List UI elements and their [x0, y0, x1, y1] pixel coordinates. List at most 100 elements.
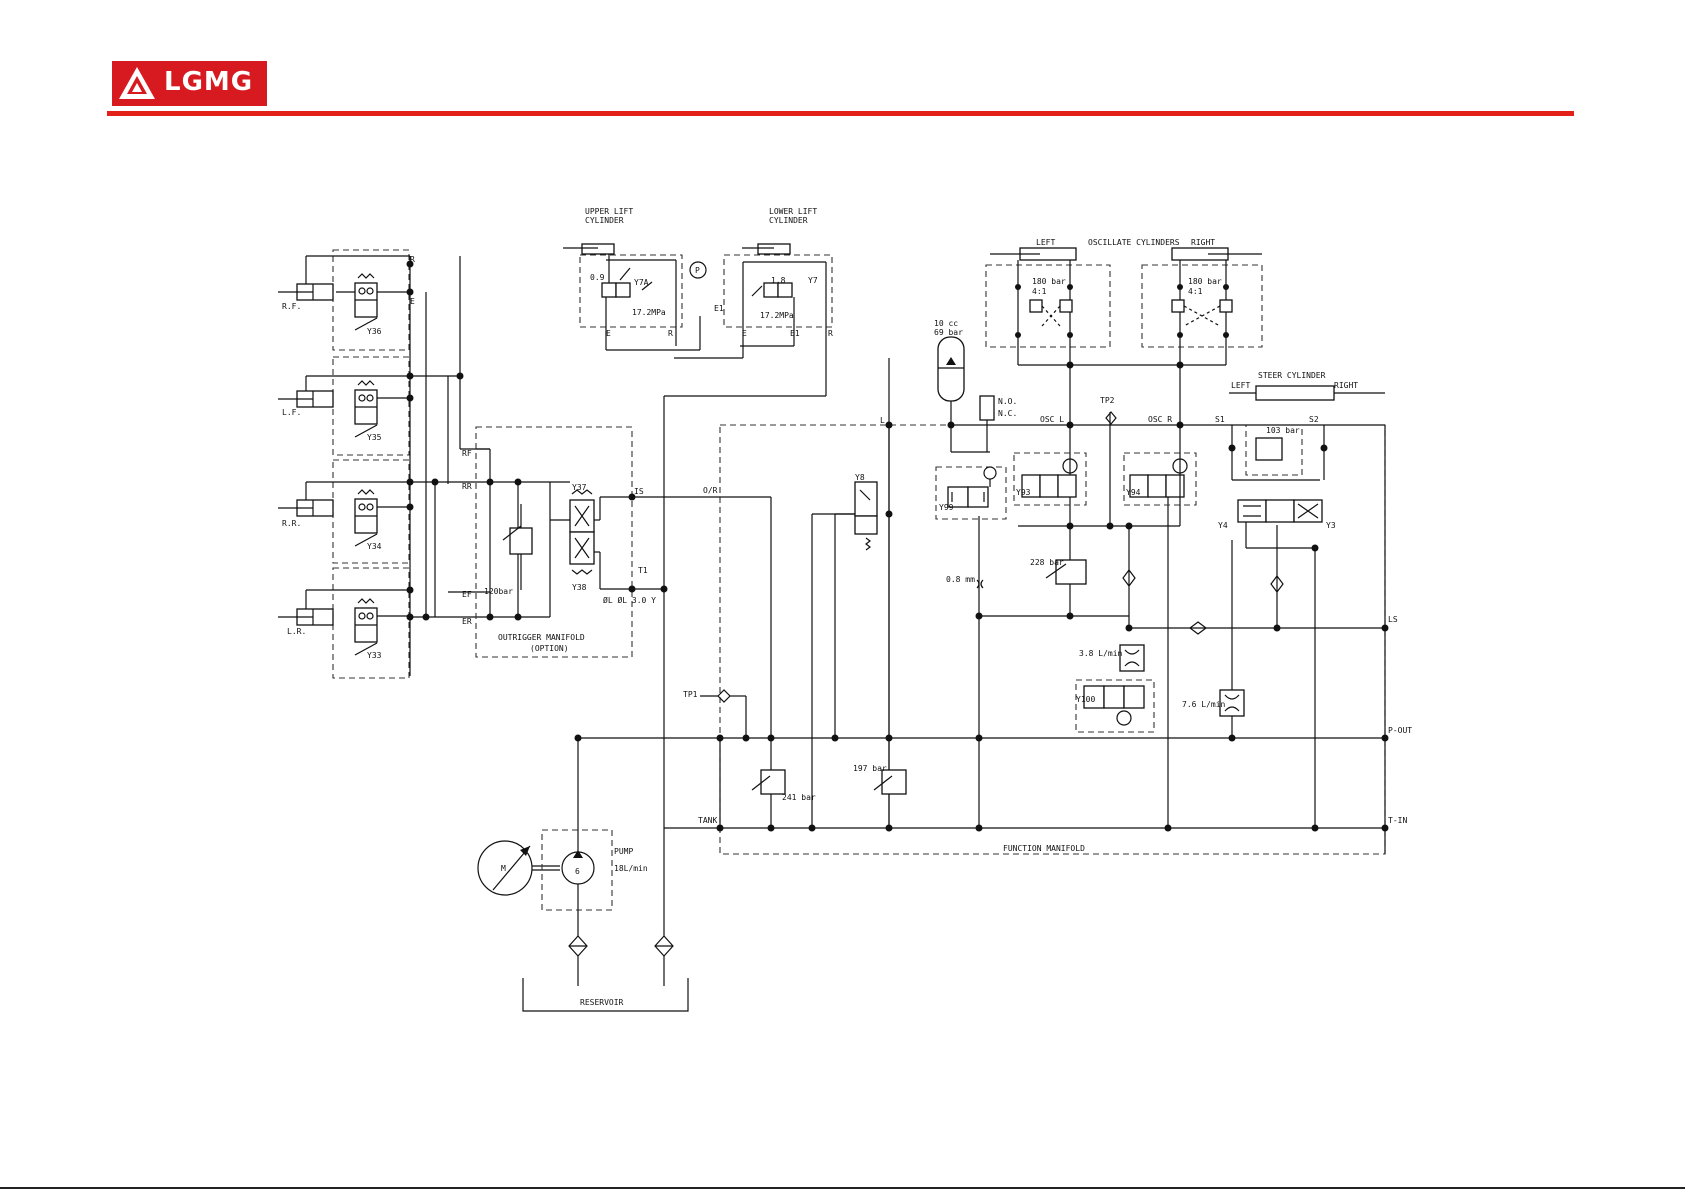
port-s2: S2 [1309, 415, 1319, 424]
relief-197bar-label: 197 bar [853, 764, 887, 773]
y37-label: Y37 [572, 483, 587, 492]
lower-lift-subtitle: CYLINDER [769, 216, 808, 225]
accumulator-pressure: 69 bar [934, 328, 963, 337]
osc-right-ratio: 4:1 [1188, 287, 1203, 296]
header-divider [107, 111, 1574, 116]
upper-lift-port-r: R [668, 329, 673, 338]
cylinder-lf [278, 375, 410, 408]
pump-number: 6 [575, 867, 580, 876]
port-r-label: R [410, 255, 415, 264]
pressure-gauge-label: P [695, 266, 700, 275]
y34-label: Y34 [367, 542, 382, 551]
function-manifold [578, 336, 1389, 855]
port-e-label: E [410, 297, 415, 306]
cylinder-rr-label: R.R. [282, 519, 301, 528]
y35-label: Y35 [367, 433, 382, 442]
port-pout-label: P-OUT [1388, 726, 1412, 735]
lower-lift-17-2-label: 17.2MPa [760, 311, 794, 320]
y7-label: Y7 [808, 276, 818, 285]
lower-lift-port-e1-b: E1 [790, 329, 800, 338]
steer-left-label: LEFT [1231, 381, 1250, 390]
y99-label: Y99 [939, 503, 954, 512]
valve-y33 [354, 598, 410, 656]
y7a-label: Y7A [634, 278, 649, 287]
valve-y36 [336, 273, 410, 331]
logo-text: LGMG [164, 67, 254, 97]
pump-label: PUMP [614, 847, 633, 856]
switch-no-label: N.O. [998, 397, 1017, 406]
pump-flow-label: 18L/min [614, 864, 648, 873]
osc-right-label: RIGHT [1191, 238, 1215, 247]
upper-lift-block [563, 243, 701, 351]
port-or-label: O/R [703, 486, 718, 495]
orifice-08mm-label: 0.8 mm [946, 575, 975, 584]
y8-label: Y8 [855, 473, 865, 482]
oscillate-cylinders [985, 247, 1263, 395]
cylinder-rf-label: R.F. [282, 302, 301, 311]
relief-103bar-label: 103 bar [1266, 426, 1300, 435]
osc-l-port: OSC L [1040, 415, 1064, 424]
tp2-label: TP2 [1100, 396, 1115, 405]
port-s1: S1 [1215, 415, 1225, 424]
cylinder-rr [278, 481, 410, 517]
y4-label: Y4 [1218, 521, 1228, 530]
port-ef-label: EF [462, 590, 472, 599]
port-tin-label: T-IN [1388, 816, 1407, 825]
port-l-label: L [880, 416, 885, 425]
outrigger-cylinders [278, 249, 490, 679]
y38-label: Y38 [572, 583, 587, 592]
y100-label: Y100 [1076, 695, 1095, 704]
relief-228bar-label: 228 bar [1030, 558, 1064, 567]
valve-y8 [812, 481, 878, 551]
lower-lift-port-e1-a: E1 [714, 304, 724, 313]
flow-76-label: 7.6 L/min [1182, 700, 1226, 709]
osc-left-180bar: 180 bar [1032, 277, 1066, 286]
outrigger-manifold [475, 426, 668, 658]
valve-y94 [1123, 452, 1197, 506]
y93-label: Y93 [1016, 488, 1031, 497]
steer-cylinder [1228, 385, 1385, 480]
cylinder-lr-label: L.R. [287, 627, 306, 636]
upper-lift-0-9-label: 0.9 [590, 273, 605, 282]
osc-r-port: OSC R [1148, 415, 1172, 424]
osc-left-label: LEFT [1036, 238, 1055, 247]
tank-port-label: TANK [698, 816, 717, 825]
accumulator [937, 336, 990, 453]
upper-lift-subtitle: CYLINDER [585, 216, 624, 225]
port-is-label: IS [634, 487, 644, 496]
relief-241bar-label: 241 bar [782, 793, 816, 802]
lower-lift-block [674, 243, 833, 396]
valve-y34 [354, 489, 410, 547]
osc-title: OSCILLATE CYLINDERS [1088, 238, 1180, 247]
upper-lift-title: UPPER LIFT [585, 207, 633, 216]
upper-lift-17-2-label: 17.2MPa [632, 308, 666, 317]
outrigger-manifold-option: (OPTION) [530, 644, 569, 653]
accumulator-volume: 10 cc [934, 319, 958, 328]
lower-lift-port-e: E [742, 329, 747, 338]
port-rf-label: RF [462, 449, 472, 458]
lgmg-logo: LGMG [112, 61, 267, 106]
cylinder-lr [278, 589, 410, 626]
relief-120bar-label: 120bar [484, 587, 513, 596]
osc-right-180bar: 180 bar [1188, 277, 1222, 286]
port-rr-label: RR [462, 482, 472, 491]
y3-label: Y3 [1326, 521, 1336, 530]
tp1-label: TP1 [683, 690, 698, 699]
reservoir-label: RESERVOIR [580, 998, 624, 1007]
function-manifold-title: FUNCTION MANIFOLD [1003, 844, 1085, 853]
valve-y100 [1075, 679, 1155, 733]
steer-right-label: RIGHT [1334, 381, 1358, 390]
lower-lift-1-8-label: 1.8 [771, 276, 786, 285]
motor-label: M [501, 864, 506, 873]
cylinder-rf [278, 255, 410, 301]
port-ls-label: LS [1388, 615, 1398, 624]
port-t1-label: T1 [638, 566, 648, 575]
y33-label: Y33 [367, 651, 382, 660]
pump-motor [477, 738, 613, 936]
osc-left-ratio: 4:1 [1032, 287, 1047, 296]
outrigger-manifold-title: OUTRIGGER MANIFOLD [498, 633, 585, 642]
flow-38-label: 3.8 L/min [1079, 649, 1123, 658]
valve-y99 [935, 466, 1007, 520]
orifice-label: ØL ØL 3.0 Y [603, 595, 656, 605]
